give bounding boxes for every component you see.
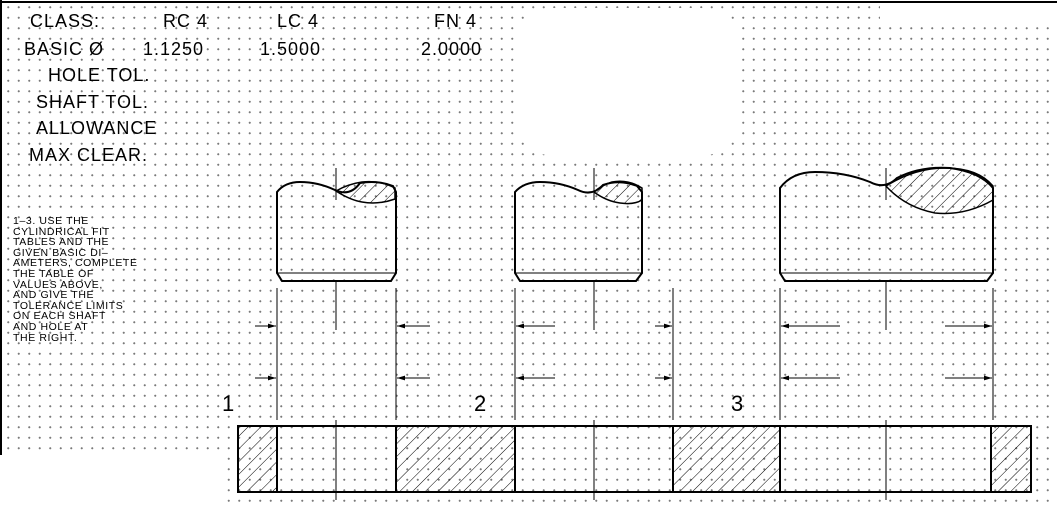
instruction-line: AMETERS, COMPLETE (13, 257, 138, 270)
problem-number-2: 2 (474, 391, 487, 416)
row-max-clear: MAX CLEAR. (29, 145, 149, 165)
class-rc: RC 4 (163, 11, 209, 31)
shaft-3 (779, 166, 994, 330)
erased-area (0, 456, 225, 516)
basic-dia-1: 1.1250 (143, 39, 205, 59)
instruction-line: ON EACH SHAFT (13, 310, 106, 323)
row-shaft-tol: SHAFT TOL. (36, 92, 150, 112)
border-left (0, 0, 2, 455)
instructions: 1–3. USE THE CYLINDRICAL FIT TABLES AND … (13, 216, 183, 343)
class-fn: FN 4 (434, 11, 478, 31)
basic-label: BASIC Ø (24, 39, 105, 59)
problem-number-3: 3 (731, 391, 744, 416)
row-hole-tol: HOLE TOL. (48, 65, 151, 85)
shaft-2 (514, 168, 643, 330)
border-top (0, 1, 1057, 3)
row-allowance: ALLOWANCE (36, 118, 158, 138)
instruction-line: AND GIVE THE (13, 289, 95, 302)
instruction-line: AND HOLE AT (13, 320, 89, 333)
instruction-line: THE RIGHT. (13, 331, 78, 344)
instruction-line: CYLINDRICAL FIT (13, 225, 110, 238)
instruction-line: VALUES ABOVE, (13, 278, 103, 291)
shaft-1 (276, 168, 397, 330)
hole-section (237, 420, 1032, 500)
class-lc: LC 4 (277, 11, 320, 31)
erased-area (880, 3, 1057, 23)
instruction-line: 1–3. USE THE (13, 215, 89, 227)
instruction-line: GIVEN BASIC DI– (13, 246, 109, 259)
instruction-line: THE TABLE OF (13, 267, 94, 280)
class-label: CLASS: (30, 11, 101, 31)
erased-area (515, 8, 740, 156)
instruction-line: TABLES AND THE (13, 236, 110, 249)
basic-dia-3: 2.0000 (421, 39, 483, 59)
extension-lines (276, 288, 994, 420)
basic-dia-2: 1.5000 (260, 39, 322, 59)
instruction-line: TOLERANCE LIMITS (13, 299, 124, 312)
problem-number-1: 1 (222, 391, 235, 416)
